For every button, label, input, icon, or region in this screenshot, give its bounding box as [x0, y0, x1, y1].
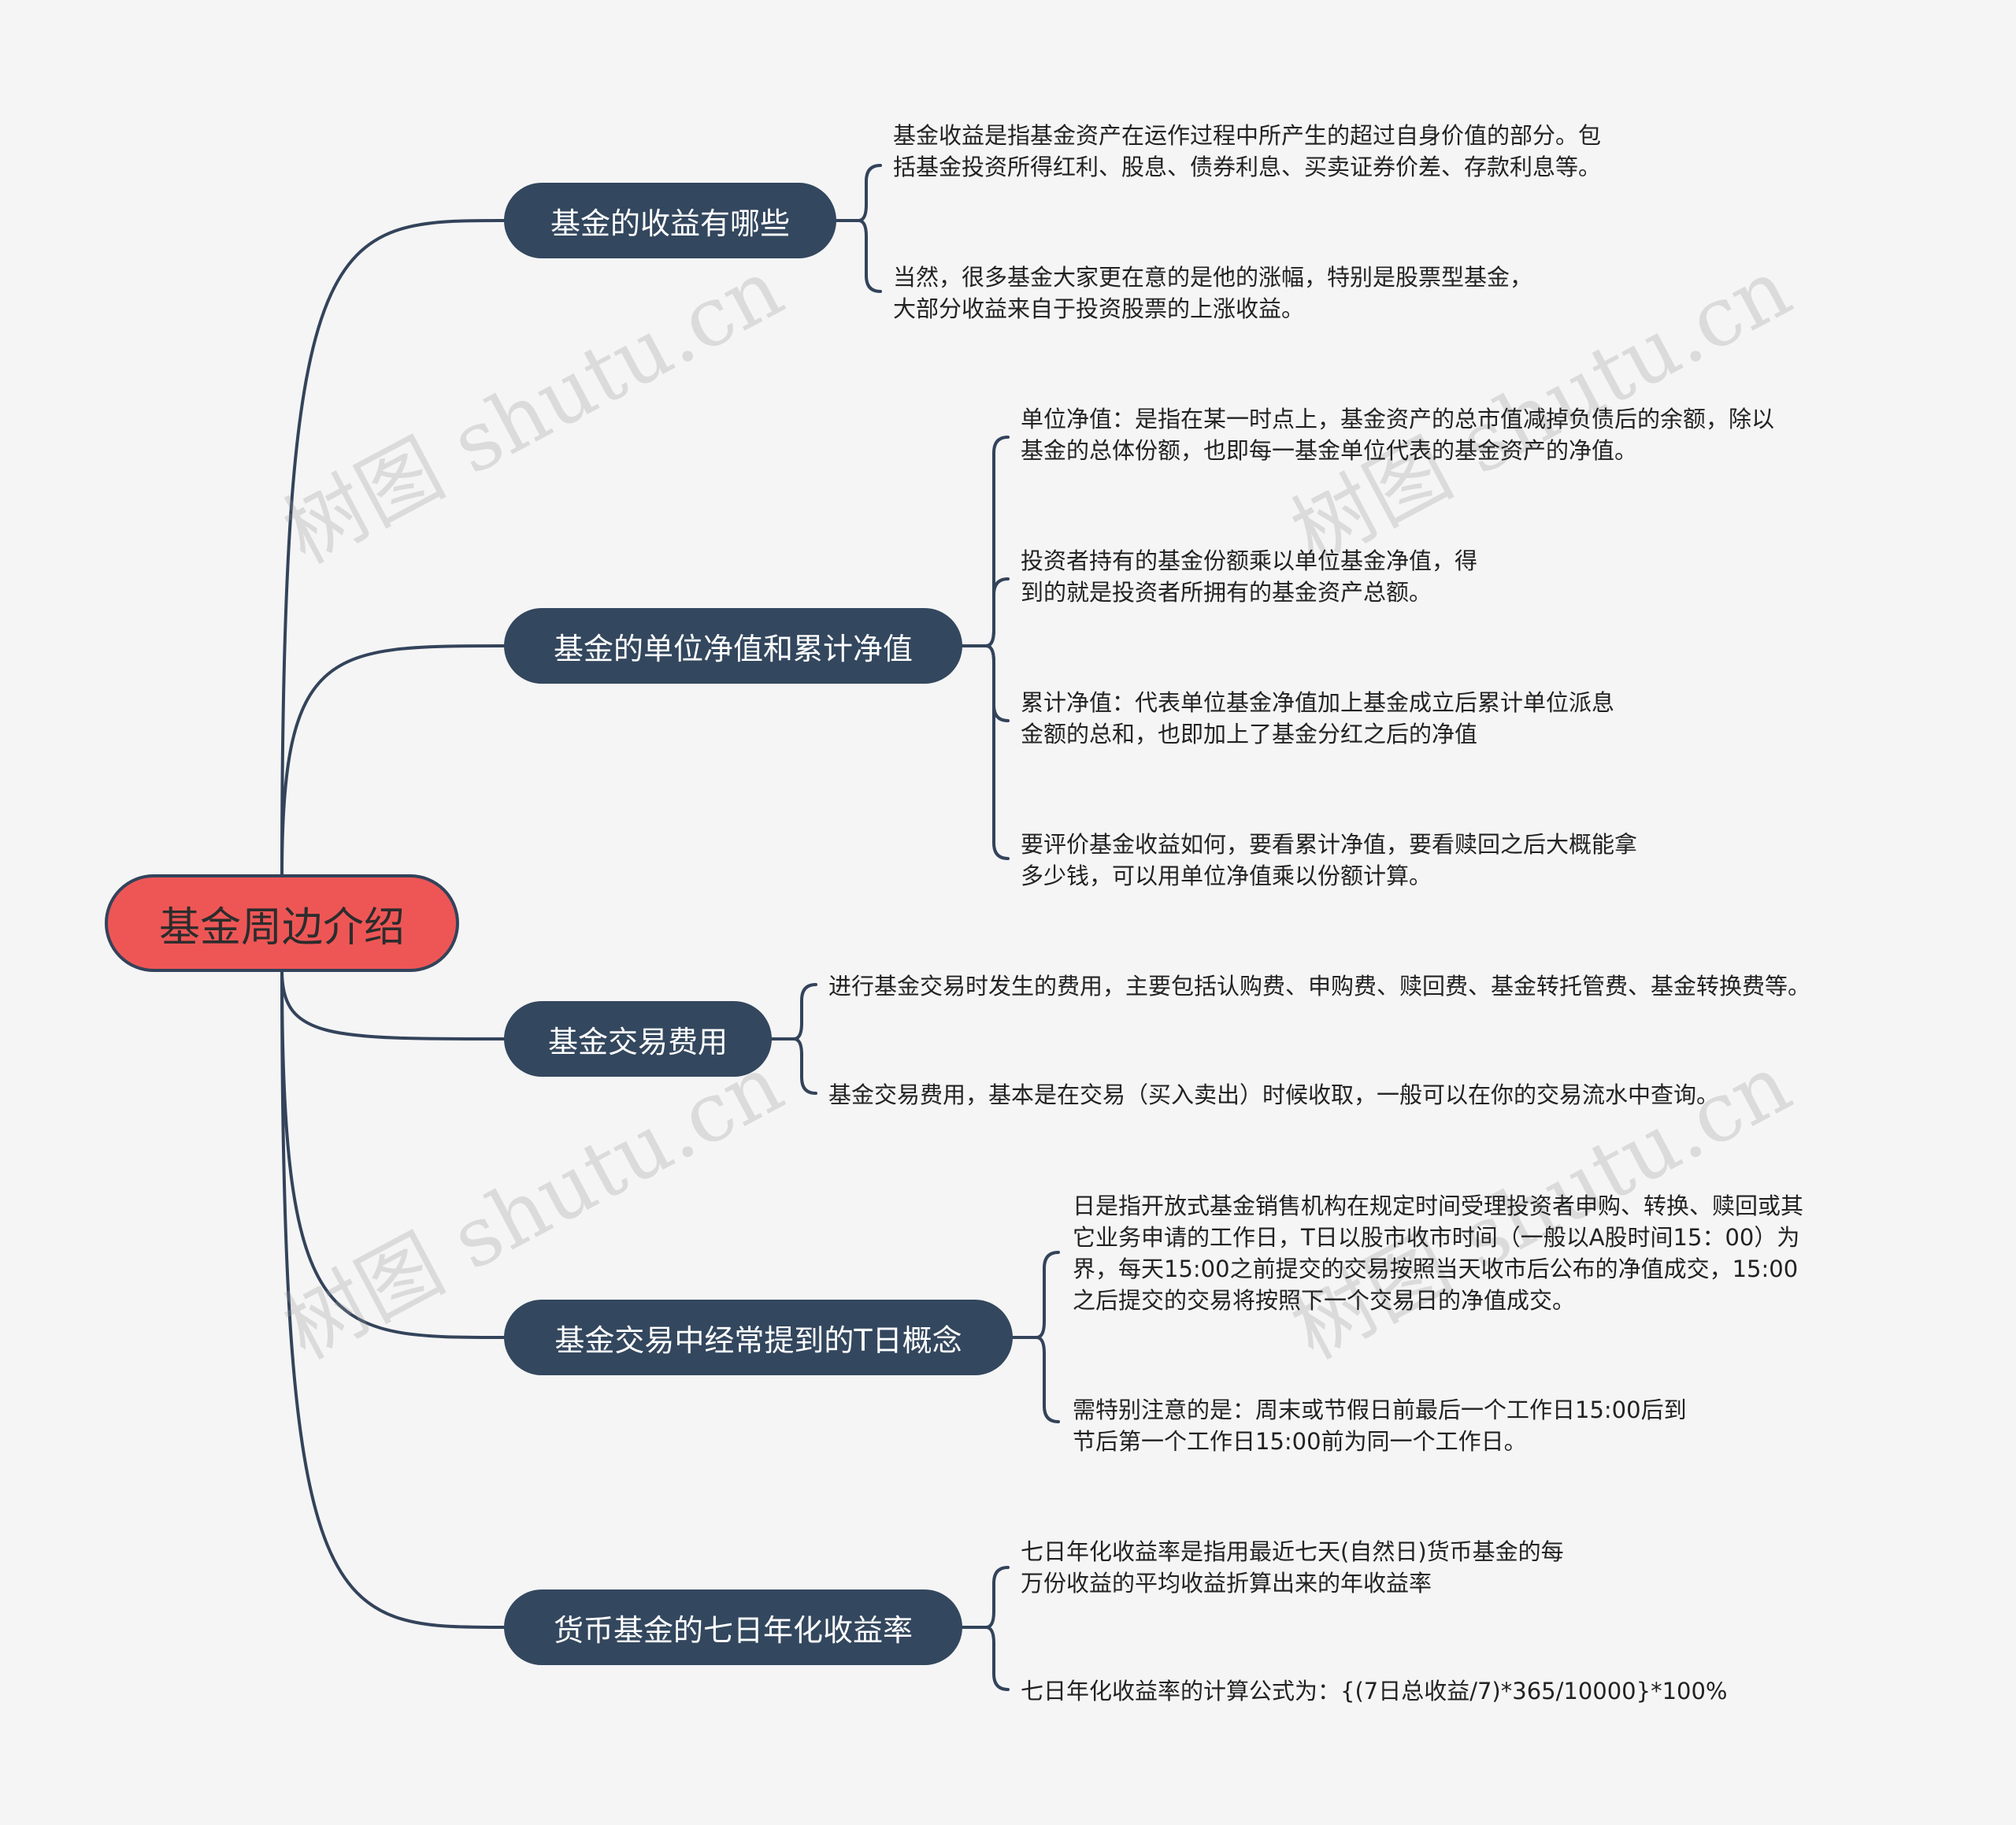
- root-topic-connector: [280, 219, 506, 877]
- leaf-line: 基金的总体份额，也即每一基金单位代表的基金资产的净值。: [1021, 437, 1638, 464]
- leaf-line: 七日年化收益率的计算公式为：{(7日总收益/7)*365/10000}*100%: [1021, 1678, 1728, 1704]
- leaf-bracket-connector: [857, 219, 882, 293]
- leaf-node[interactable]: 进行基金交易时发生的费用，主要包括认购费、申购费、赎回费、基金转托管费、基金转换…: [828, 970, 1810, 1002]
- leaf-node[interactable]: 要评价基金收益如何，要看累计净值，要看赎回之后大概能拿 多少钱，可以用单位净值乘…: [1021, 829, 1637, 892]
- leaf-line: 需特别注意的是：周末或节假日前最后一个工作日15:00后到: [1073, 1397, 1687, 1423]
- leaf-node[interactable]: 七日年化收益率的计算公式为：{(7日总收益/7)*365/10000}*100%: [1021, 1675, 1728, 1707]
- leaf-line: 到的就是投资者所拥有的基金资产总额。: [1021, 579, 1432, 606]
- root-topic-connector: [280, 969, 506, 1629]
- leaf-line: 要评价基金收益如何，要看累计净值，要看赎回之后大概能拿: [1021, 831, 1638, 858]
- leaf-node[interactable]: 需特别注意的是：周末或节假日前最后一个工作日15:00后到 节后第一个工作日15…: [1073, 1394, 1687, 1457]
- topic-node[interactable]: 货币基金的七日年化收益率: [504, 1589, 962, 1665]
- leaf-node[interactable]: 当然，很多基金大家更在意的是他的涨幅，特别是股票型基金， 大部分收益来自于投资股…: [893, 262, 1532, 325]
- topic-node[interactable]: 基金交易中经常提到的T日概念: [504, 1300, 1013, 1375]
- leaf-bracket-connector: [984, 1566, 1010, 1629]
- leaf-line: 投资者持有的基金份额乘以单位基金净值，得: [1021, 547, 1478, 574]
- leaf-line: 括基金投资所得红利、股息、债券利息、买卖证券价差、存款利息等。: [893, 154, 1602, 180]
- leaf-bracket-connector: [792, 1037, 817, 1095]
- root-node[interactable]: 基金周边介绍: [105, 874, 459, 972]
- leaf-bracket-connector: [984, 644, 1010, 860]
- leaf-line: 多少钱，可以用单位净值乘以份额计算。: [1021, 862, 1432, 889]
- leaf-node[interactable]: 日是指开放式基金销售机构在规定时间受理投资者申购、转换、赎回或其 它业务申请的工…: [1073, 1190, 1803, 1316]
- root-topic-connector: [280, 969, 506, 1339]
- leaf-line: 界，每天15:00之前提交的交易按照当天收市后公布的净值成交，15:00: [1073, 1256, 1799, 1282]
- topic-label: 基金交易中经常提到的T日概念: [554, 1322, 962, 1358]
- leaf-node[interactable]: 七日年化收益率是指用最近七天(自然日)货币基金的每 万份收益的平均收益折算出来的…: [1021, 1536, 1564, 1599]
- leaf-line: 日是指开放式基金销售机构在规定时间受理投资者申购、转换、赎回或其: [1073, 1193, 1804, 1219]
- topic-node[interactable]: 基金的单位净值和累计净值: [504, 608, 962, 684]
- root-topic-connector: [280, 644, 506, 877]
- leaf-line: 它业务申请的工作日，T日以股市收市时间（一般以A股时间15：00）为: [1073, 1224, 1800, 1251]
- leaf-line: 金额的总和，也即加上了基金分红之后的净值: [1021, 721, 1478, 747]
- leaf-bracket-connector: [984, 644, 1010, 722]
- leaf-line: 节后第一个工作日15:00前为同一个工作日。: [1073, 1428, 1527, 1455]
- root-topic-connector: [280, 969, 506, 1040]
- topic-node[interactable]: 基金交易费用: [504, 1001, 772, 1077]
- leaf-node[interactable]: 单位净值：是指在某一时点上，基金资产的总市值减掉负债后的余额，除以 基金的总体份…: [1021, 403, 1774, 466]
- leaf-line: 进行基金交易时发生的费用，主要包括认购费、申购费、赎回费、基金转托管费、基金转换…: [828, 973, 1811, 1000]
- leaf-bracket-connector: [792, 983, 817, 1040]
- leaf-bracket-connector: [984, 436, 1010, 647]
- leaf-node[interactable]: 基金收益是指基金资产在运作过程中所产生的超过自身价值的部分。包 括基金投资所得红…: [893, 120, 1601, 183]
- leaf-line: 大部分收益来自于投资股票的上涨收益。: [893, 295, 1305, 322]
- topic-label: 基金的收益有哪些: [550, 206, 790, 241]
- leaf-bracket-connector: [857, 164, 882, 222]
- root-label: 基金周边介绍: [158, 903, 405, 951]
- leaf-bracket-connector: [984, 577, 1010, 647]
- leaf-line: 单位净值：是指在某一时点上，基金资产的总市值减掉负债后的余额，除以: [1021, 406, 1775, 432]
- leaf-bracket-connector: [1035, 1251, 1060, 1339]
- topic-node[interactable]: 基金的收益有哪些: [504, 183, 836, 258]
- leaf-line: 万份收益的平均收益折算出来的年收益率: [1021, 1570, 1432, 1597]
- leaf-line: 当然，很多基金大家更在意的是他的涨幅，特别是股票型基金，: [893, 264, 1533, 291]
- leaf-line: 基金交易费用，基本是在交易（买入卖出）时候收取，一般可以在你的交易流水中查询。: [828, 1081, 1720, 1108]
- leaf-line: 累计净值：代表单位基金净值加上基金成立后累计单位派息: [1021, 689, 1615, 716]
- leaf-line: 之后提交的交易将按照下一个交易日的净值成交。: [1073, 1287, 1576, 1314]
- topic-label: 基金的单位净值和累计净值: [553, 631, 913, 666]
- topic-label: 基金交易费用: [547, 1024, 728, 1059]
- leaf-line: 基金收益是指基金资产在运作过程中所产生的超过自身价值的部分。包: [893, 122, 1602, 149]
- leaf-node[interactable]: 累计净值：代表单位基金净值加上基金成立后累计单位派息 金额的总和，也即加上了基金…: [1021, 687, 1614, 750]
- leaf-bracket-connector: [1035, 1336, 1060, 1423]
- leaf-bracket-connector: [984, 1626, 1010, 1691]
- leaf-node[interactable]: 基金交易费用，基本是在交易（买入卖出）时候收取，一般可以在你的交易流水中查询。: [828, 1079, 1719, 1111]
- leaf-line: 七日年化收益率是指用最近七天(自然日)货币基金的每: [1021, 1538, 1564, 1565]
- topic-label: 货币基金的七日年化收益率: [553, 1612, 913, 1648]
- leaf-node[interactable]: 投资者持有的基金份额乘以单位基金净值，得 到的就是投资者所拥有的基金资产总额。: [1021, 545, 1477, 608]
